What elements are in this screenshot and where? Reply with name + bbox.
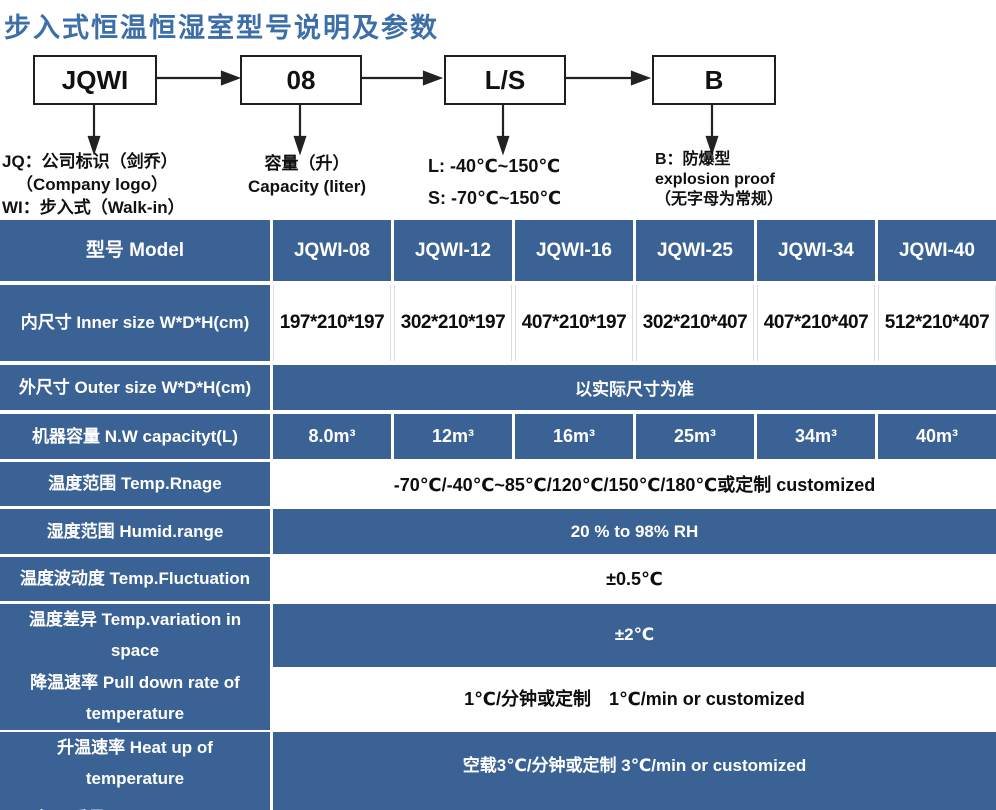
table-row-inner-size: 内尺寸 Inner size W*D*H(cm) 197*210*197 302… bbox=[0, 285, 996, 361]
model-header: JQWI-25 bbox=[636, 220, 754, 281]
note-explosion-proof: B：防爆型 explosion proof （无字母为常规） bbox=[655, 150, 783, 210]
model-header: JQWI-08 bbox=[273, 220, 391, 281]
row-label: 温度范围 Temp.Rnage bbox=[0, 462, 270, 506]
flow-box-explosion: B bbox=[652, 55, 776, 105]
note-line: （Company logo） bbox=[16, 175, 169, 194]
table-row-outer-size: 外尺寸 Outer size W*D*H(cm) 以实际尺寸为准 bbox=[0, 365, 996, 410]
table-row-temp-range: 温度范围 Temp.Rnage -70℃/-40℃~85℃/120℃/150℃/… bbox=[0, 462, 996, 506]
note-line: JQ：公司标识（剑乔） bbox=[2, 152, 178, 171]
row-label: 温度波动度 Temp.Fluctuation bbox=[0, 557, 270, 601]
page-title: 步入式恒温恒湿室型号说明及参数 bbox=[4, 13, 439, 43]
inner-size-value: 302*210*407 bbox=[636, 285, 754, 361]
heatup-value: 空载3℃/分钟或定制 3℃/min or customized bbox=[273, 732, 996, 795]
note-line: 容量（升） bbox=[264, 154, 350, 173]
row-label: 机器重量 N.W weight(kg) bbox=[0, 793, 270, 810]
row-label: 湿度范围 Humid.range bbox=[0, 509, 270, 554]
row-label: 升温速率 Heat up of temperature bbox=[0, 732, 270, 795]
inner-size-value: 197*210*197 bbox=[273, 285, 391, 361]
humidity-value: 20 % to 98% RH bbox=[273, 509, 996, 554]
flow-box-temp-class: L/S bbox=[444, 55, 566, 105]
weight-value: 以实际重量为准 bbox=[273, 793, 996, 810]
model-header: JQWI-34 bbox=[757, 220, 875, 281]
note-line: L: -40℃~150℃ bbox=[428, 156, 561, 176]
capacity-value: 34m³ bbox=[757, 414, 875, 459]
note-line: （无字母为常规） bbox=[655, 191, 784, 208]
note-line: Capacity (liter) bbox=[247, 177, 367, 196]
model-header: JQWI-40 bbox=[878, 220, 996, 281]
pulldown-value: 1℃/分钟或定制 1℃/min or customized bbox=[273, 667, 996, 730]
note-line: B：防爆型 bbox=[655, 151, 731, 168]
note-temp-class: L: -40℃~150℃ S: -70℃~150℃ bbox=[428, 150, 561, 214]
flow-box-jqwi: JQWI bbox=[33, 55, 157, 105]
row-label: 降温速率 Pull down rate of temperature bbox=[0, 667, 270, 730]
model-header: JQWI-12 bbox=[394, 220, 512, 281]
capacity-value: 25m³ bbox=[636, 414, 754, 459]
table-row-humidity: 湿度范围 Humid.range 20 % to 98% RH bbox=[0, 509, 996, 554]
outer-size-value: 以实际尺寸为准 bbox=[273, 365, 996, 410]
inner-size-value: 407*210*407 bbox=[757, 285, 875, 361]
note-line: WI：步入式（Walk-in） bbox=[2, 198, 185, 217]
table-row-variation: 温度差异 Temp.variation in space ±2℃ bbox=[0, 604, 996, 667]
fluctuation-value: ±0.5℃ bbox=[273, 557, 996, 601]
capacity-value: 16m³ bbox=[515, 414, 633, 459]
variation-value: ±2℃ bbox=[273, 604, 996, 667]
table-row-heatup: 升温速率 Heat up of temperature 空载3℃/分钟或定制 3… bbox=[0, 732, 996, 795]
inner-size-value: 407*210*197 bbox=[515, 285, 633, 361]
flow-box-capacity: 08 bbox=[240, 55, 362, 105]
table-row-capacity: 机器容量 N.W capacityt(L) 8.0m³ 12m³ 16m³ 25… bbox=[0, 414, 996, 459]
table-row-header: 型号 Model JQWI-08 JQWI-12 JQWI-16 JQWI-25… bbox=[0, 220, 996, 281]
row-label: 机器容量 N.W capacityt(L) bbox=[0, 414, 270, 459]
inner-size-value: 302*210*197 bbox=[394, 285, 512, 361]
note-line: S: -70℃~150℃ bbox=[428, 188, 562, 208]
row-label: 外尺寸 Outer size W*D*H(cm) bbox=[0, 365, 270, 410]
model-header: JQWI-16 bbox=[515, 220, 633, 281]
temp-range-value: -70℃/-40℃~85℃/120℃/150℃/180℃或定制 customiz… bbox=[273, 462, 996, 506]
row-label: 内尺寸 Inner size W*D*H(cm) bbox=[0, 285, 270, 361]
capacity-value: 8.0m³ bbox=[273, 414, 391, 459]
note-capacity: 容量（升） Capacity (liter) bbox=[212, 152, 402, 198]
note-line: explosion proof bbox=[655, 171, 775, 188]
spec-table: 型号 Model JQWI-08 JQWI-12 JQWI-16 JQWI-25… bbox=[0, 220, 996, 810]
table-row-pulldown: 降温速率 Pull down rate of temperature 1℃/分钟… bbox=[0, 667, 996, 730]
table-row-fluctuation: 温度波动度 Temp.Fluctuation ±0.5℃ bbox=[0, 557, 996, 601]
table-row-weight-clipped: 机器重量 N.W weight(kg) 以实际重量为准 bbox=[0, 793, 996, 810]
row-label: 温度差异 Temp.variation in space bbox=[0, 604, 270, 667]
note-company-logo: JQ：公司标识（剑乔） （Company logo） WI：步入式（Walk-i… bbox=[2, 150, 185, 219]
inner-size-value: 512*210*407 bbox=[878, 285, 996, 361]
capacity-value: 40m³ bbox=[878, 414, 996, 459]
header-model-label: 型号 Model bbox=[0, 220, 270, 281]
capacity-value: 12m³ bbox=[394, 414, 512, 459]
